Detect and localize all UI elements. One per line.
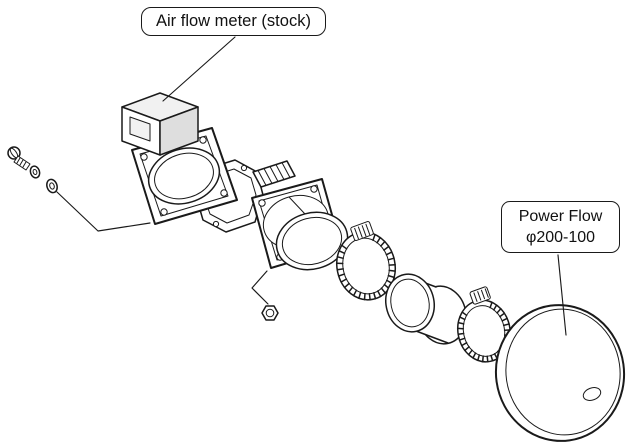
hose-clamp-rear	[457, 286, 511, 363]
power-flow-label-line2: φ200-100	[525, 229, 596, 247]
clamp-screw-housing	[469, 286, 491, 305]
bolt	[7, 146, 31, 171]
air-flow-meter-label: Air flow meter (stock)	[156, 12, 311, 30]
leader-line-power-flow	[557, 254, 567, 336]
adapter-pipe	[262, 194, 349, 271]
hose-clamp-front	[336, 221, 396, 301]
mesh-insert	[252, 160, 296, 188]
washer-small	[29, 165, 41, 179]
meter-flange	[131, 127, 238, 225]
clamp-screw-housing	[350, 221, 374, 241]
rubber-coupler	[385, 273, 467, 345]
power-flow-filter	[494, 304, 626, 442]
nut	[261, 305, 279, 321]
leader-line-air-flow-meter	[162, 36, 236, 102]
leader-line-hardware	[56, 191, 151, 232]
callout-power-flow: Power Flow φ200-100	[501, 201, 620, 254]
leader-line-nut	[251, 270, 269, 305]
callout-air-flow-meter: Air flow meter (stock)	[141, 7, 326, 36]
air-flow-meter-body	[121, 92, 199, 156]
washer-large	[46, 178, 58, 194]
power-flow-label-line1: Power Flow	[518, 208, 603, 225]
